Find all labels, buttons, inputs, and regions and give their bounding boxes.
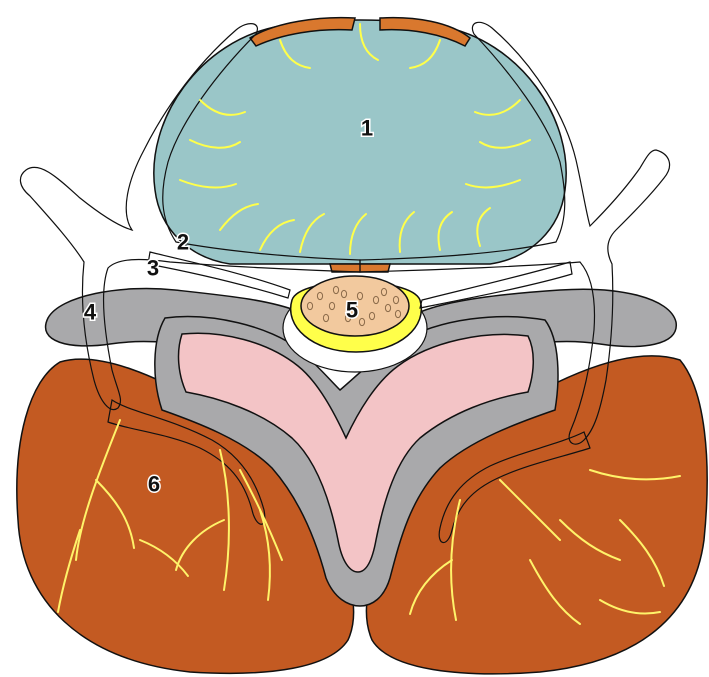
label-ventral-ramus: 3 [147, 256, 159, 281]
label-disc: 1 [361, 116, 373, 141]
label-gray-ramus: 4 [84, 300, 97, 325]
label-dural-sac: 5 [346, 298, 358, 323]
disc-body [154, 20, 566, 264]
spinal-canal [283, 276, 427, 372]
label-sinuvertebral-nerve: 2 [177, 230, 189, 255]
label-paraspinal-muscle: 6 [148, 472, 160, 497]
intervertebral-disc [154, 18, 566, 272]
